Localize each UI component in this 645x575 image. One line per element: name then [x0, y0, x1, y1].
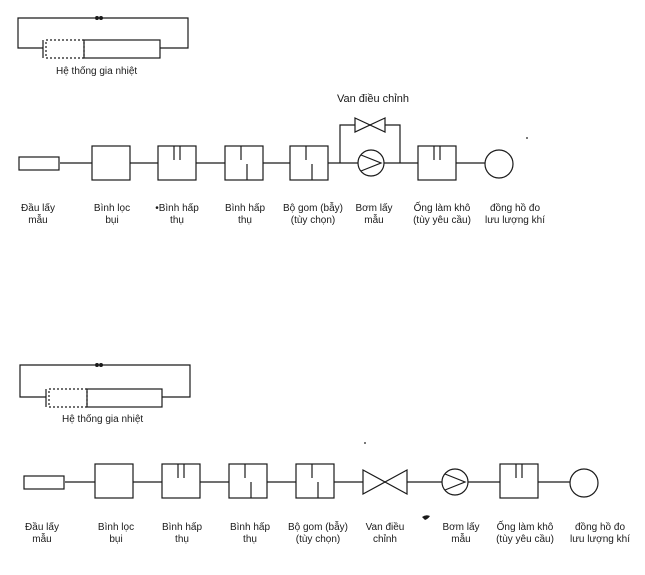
- sample-pump-2: [441, 468, 469, 496]
- label-dryer-tube: Ống làm khô(tùy yêu cầu): [496, 522, 554, 545]
- diagram-2: [19, 363, 599, 520]
- speck: [364, 442, 366, 444]
- heating-system-label: Hệ thống gia nhiệt: [56, 66, 138, 77]
- probe-1: [18, 156, 60, 171]
- label-trap: Bộ gom (bẫy)(tùy chọn): [287, 522, 349, 545]
- flow-meter-2: [569, 468, 599, 498]
- heater-dashed-section: [45, 39, 85, 59]
- label-trap: Bộ gom (bẫy)(tùy chọn): [282, 203, 344, 226]
- probe-2: [23, 475, 65, 490]
- dryer-tube-2: [499, 463, 539, 499]
- dust-filter-2: [94, 463, 134, 499]
- heater-dashed-section: [48, 388, 88, 408]
- dryer-tube-1: [417, 145, 457, 181]
- dust-filter-1: [91, 145, 131, 181]
- diagram-1: [17, 16, 528, 181]
- control-valve-2: [362, 468, 408, 496]
- heating-system-2: [19, 363, 191, 408]
- trap-1: [289, 145, 329, 181]
- sample-pump-1: [357, 149, 385, 177]
- label-dryer-tube: Ống làm khô(tùy yêu cầu): [413, 203, 471, 226]
- absorber-2a: [161, 463, 201, 499]
- absorber-1b: [224, 145, 264, 181]
- heater-element: [83, 39, 161, 59]
- heating-system-1: [17, 16, 189, 59]
- absorber-2b: [228, 463, 268, 499]
- trap-2: [295, 463, 335, 499]
- valve-title: Van điều chỉnh: [337, 93, 409, 105]
- heating-system-label: Hệ thống gia nhiệt: [62, 414, 144, 425]
- bypass-valve-1: [339, 117, 401, 163]
- speck: [526, 137, 528, 139]
- absorber-1a: [157, 145, 197, 181]
- ink-mark: [422, 515, 430, 520]
- flow-meter-1: [484, 149, 514, 179]
- heater-element: [86, 388, 163, 408]
